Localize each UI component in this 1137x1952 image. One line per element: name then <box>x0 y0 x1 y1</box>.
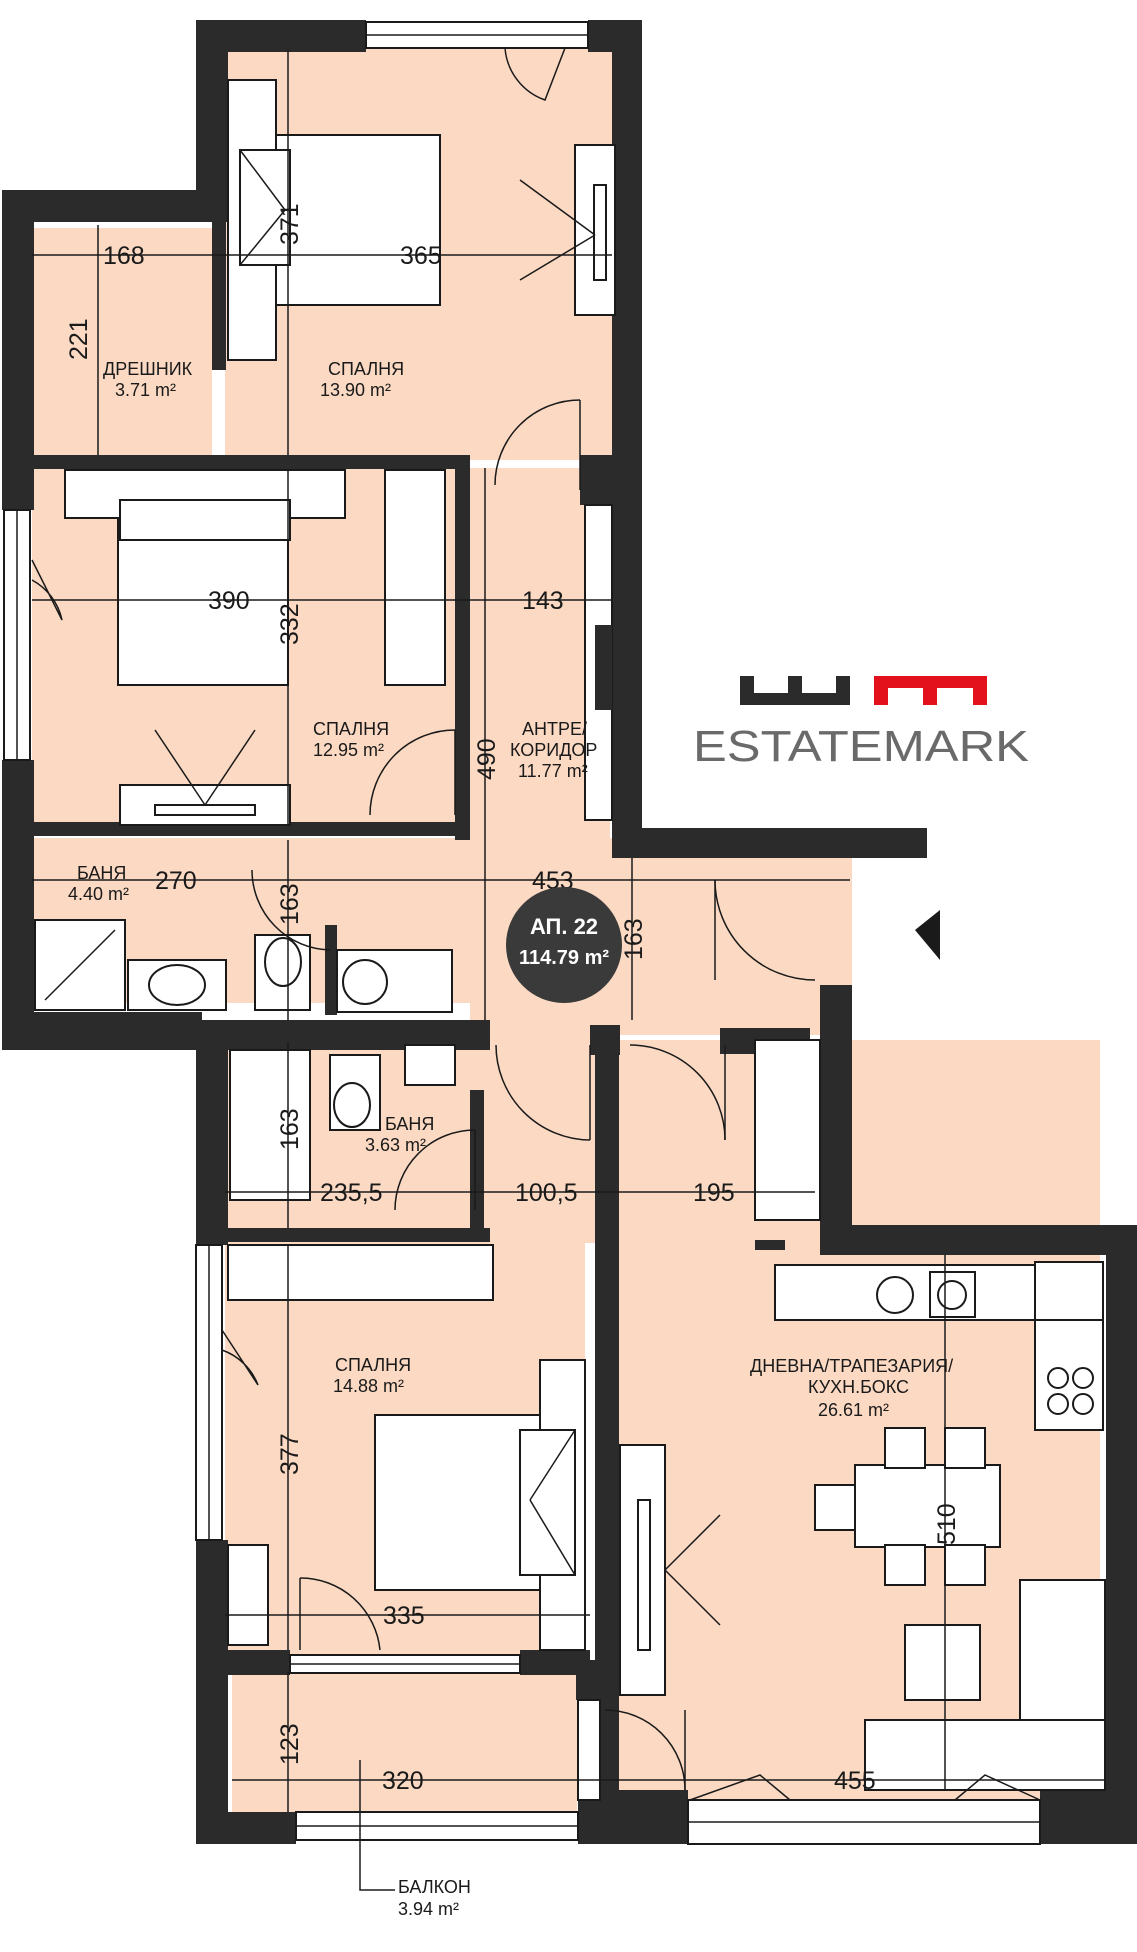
dining-table <box>854 1464 1001 1548</box>
entrance-arrow-icon <box>915 910 940 960</box>
room-area-hall: 11.77 m² <box>518 761 588 781</box>
room-area-bedroom3: 14.88 m² <box>333 1376 404 1396</box>
doors <box>31 47 1041 1801</box>
room-area-living: 26.61 m² <box>818 1400 889 1420</box>
floor-closet <box>32 228 212 460</box>
dim-bedroom3-height: 377 <box>276 1433 304 1475</box>
wm-logo-mark <box>740 676 987 705</box>
room-name-bath1: БАНЯ <box>77 863 126 883</box>
room-area-balcony: 3.94 m² <box>398 1899 459 1919</box>
dim-bedroom3-width: 335 <box>383 1602 425 1630</box>
brand-name: ESTATEMARK <box>693 722 1029 771</box>
room-area-bedroom1: 13.90 m² <box>320 380 391 400</box>
apartment-label: АП. 22 <box>530 914 598 939</box>
floor-passage <box>470 1003 610 1243</box>
dimension-labels: 168 221 365 371 390 332 143 490 270 163 … <box>65 203 961 1795</box>
wardrobe-2 <box>384 469 446 686</box>
dim-bedroom1-height: 371 <box>276 203 304 245</box>
dim-bath1-width: 270 <box>155 867 197 895</box>
room-name-hall-1: АНТРЕ/ <box>522 719 587 739</box>
room-name-closet: ДРЕШНИК <box>103 359 193 379</box>
room-area-bath1: 4.40 m² <box>68 884 129 904</box>
room-name-living-2: КУХН.БОКС <box>808 1377 909 1397</box>
room-name-living-1: ДНЕВНА/ТРАПЕЗАРИЯ/ <box>750 1356 953 1376</box>
furniture <box>34 79 1106 1791</box>
room-name-bedroom1: СПАЛНЯ <box>328 359 404 379</box>
room-area-closet: 3.71 m² <box>115 380 176 400</box>
floor-entry <box>610 860 850 1035</box>
dim-living-height: 510 <box>933 1503 961 1545</box>
windows <box>3 21 1041 1845</box>
room-name-hall-2: КОРИДОР <box>510 740 597 760</box>
dim-bath1-height: 163 <box>276 883 304 925</box>
desk-3 <box>227 1244 494 1301</box>
dim-balcony-width: 320 <box>382 1767 424 1795</box>
room-labels: ДРЕШНИК 3.71 m² СПАЛНЯ 13.90 m² СПАЛНЯ 1… <box>68 359 953 1919</box>
dim-balcony-height: 123 <box>276 1723 304 1765</box>
dim-hall-width: 143 <box>522 587 564 615</box>
dim-passage-width: 100,5 <box>515 1179 578 1207</box>
dim-bedroom2-height: 332 <box>276 603 304 645</box>
dim-bath2-height: 163 <box>276 1108 304 1150</box>
dim-living-width1: 195 <box>693 1179 735 1207</box>
dim-bedroom1-width: 365 <box>400 242 442 270</box>
dim-entry-height: 163 <box>620 918 648 960</box>
dim-closet-width: 168 <box>103 242 145 270</box>
room-area-bath2: 3.63 m² <box>365 1135 426 1155</box>
floor-living <box>610 1040 1100 1805</box>
estatemark-logo: ESTATEMARK <box>693 676 1029 771</box>
room-area-bedroom2: 12.95 m² <box>313 740 384 760</box>
dim-hall-height: 490 <box>473 738 501 780</box>
wardrobe-1 <box>574 144 616 316</box>
room-name-bath2: БАНЯ <box>385 1114 434 1134</box>
hob <box>1034 1261 1104 1323</box>
floor-balcony <box>232 1670 577 1818</box>
apartment-area: 114.79 m² <box>519 947 609 969</box>
room-name-bedroom3: СПАЛНЯ <box>335 1355 411 1375</box>
dimension-lines <box>32 50 1105 1891</box>
dim-living-width2: 455 <box>834 1767 876 1795</box>
dim-closet-height: 221 <box>65 318 93 360</box>
dim-bath2-width: 235,5 <box>320 1179 383 1207</box>
room-name-bedroom2: СПАЛНЯ <box>313 719 389 739</box>
room-name-balcony: БАЛКОН <box>398 1877 471 1897</box>
dim-bedroom2-width: 390 <box>208 587 250 615</box>
shower-2 <box>229 1049 311 1201</box>
apartment-badge: АП. 22 114.79 m² <box>506 887 622 1003</box>
sink-2 <box>404 1044 456 1086</box>
coffee-table <box>904 1624 981 1701</box>
walls <box>2 20 1137 1844</box>
